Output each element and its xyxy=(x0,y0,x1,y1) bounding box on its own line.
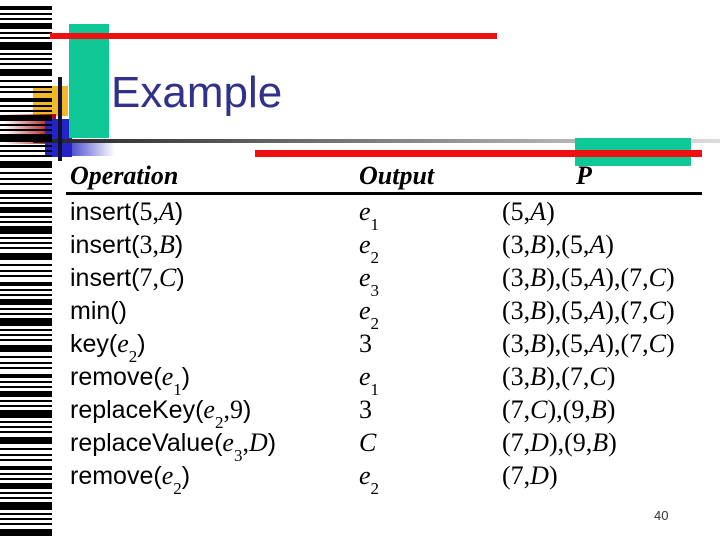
p-cell: (5,A) xyxy=(502,197,555,226)
p-cell: (7,C),(9,B) xyxy=(502,395,616,424)
black-vertical-line xyxy=(58,77,62,161)
teal-bar-top-left xyxy=(69,24,109,138)
p-cell: (3,B),(5,A) xyxy=(502,230,614,259)
p-cell: (7,D),(9,B) xyxy=(502,428,617,457)
table-header-row: Operation Output P xyxy=(66,158,702,195)
table-row: replaceKey(e2,9) 3 (7,C),(9,B) xyxy=(66,393,702,433)
output-cell: 3 xyxy=(359,329,372,358)
operation-cell: key(e2) xyxy=(70,329,146,367)
red-line-top xyxy=(50,33,497,39)
output-cell: e2 xyxy=(359,296,380,334)
table-row: insert(5,A) e1 (5,A) xyxy=(66,195,702,235)
column-header-operation: Operation xyxy=(70,161,179,190)
operation-cell: replaceKey(e2,9) xyxy=(70,395,252,433)
page-number: 40 xyxy=(654,508,669,523)
p-cell: (3,B),(5,A),(7,C) xyxy=(502,263,675,292)
operation-cell: remove(e2) xyxy=(70,461,191,499)
column-header-output: Output xyxy=(359,161,435,190)
output-cell: e2 xyxy=(359,461,380,499)
barcode-strip-decoration xyxy=(0,6,52,540)
p-cell: (3,B),(7,C) xyxy=(502,362,616,391)
table-row: insert(3,B) e2 (3,B),(5,A) xyxy=(66,228,702,268)
output-cell: e1 xyxy=(359,197,380,235)
operation-cell: insert(7,C) xyxy=(70,263,185,292)
operation-cell: replaceValue(e3,D) xyxy=(70,428,277,466)
blue-fade-decoration xyxy=(60,143,115,156)
output-cell: e3 xyxy=(359,263,380,301)
page-title: Example xyxy=(111,68,283,117)
column-header-p: P xyxy=(576,161,592,190)
p-cell: (3,B),(5,A),(7,C) xyxy=(502,329,675,358)
table-row: min() e2 (3,B),(5,A),(7,C) xyxy=(66,294,702,334)
operation-cell: min() xyxy=(70,297,127,325)
operation-cell: insert(3,B) xyxy=(70,230,184,259)
table-row: remove(e2) e2 (7,D) xyxy=(66,459,702,499)
output-cell: 3 xyxy=(359,395,372,424)
output-cell: e1 xyxy=(359,362,380,400)
p-cell: (3,B),(5,A),(7,C) xyxy=(502,296,675,325)
p-cell: (7,D) xyxy=(502,461,558,490)
table-body: insert(5,A) e1 (5,A) insert(3,B) e2 (3,B),(5,… xyxy=(66,195,702,499)
priority-queue-table: Operation Output P insert(5,A)e1(5,A)ins… xyxy=(66,158,702,499)
output-cell: e2 xyxy=(359,230,380,268)
operation-cell: remove(e1) xyxy=(70,362,191,400)
table-row: remove(e1) e1 (3,B),(7,C) xyxy=(66,360,702,400)
table-row: replaceValue(e3,D) C (7,D),(9,B) xyxy=(66,426,702,466)
operation-cell: insert(5,A) xyxy=(70,197,184,226)
red-line-middle xyxy=(255,150,702,157)
output-cell: C xyxy=(359,428,377,457)
gray-divider-line xyxy=(33,139,720,143)
table-row: insert(7,C) e3 (3,B),(5,A),(7,C) xyxy=(66,261,702,301)
table-row: key(e2) 3 (3,B),(5,A),(7,C) xyxy=(66,327,702,367)
